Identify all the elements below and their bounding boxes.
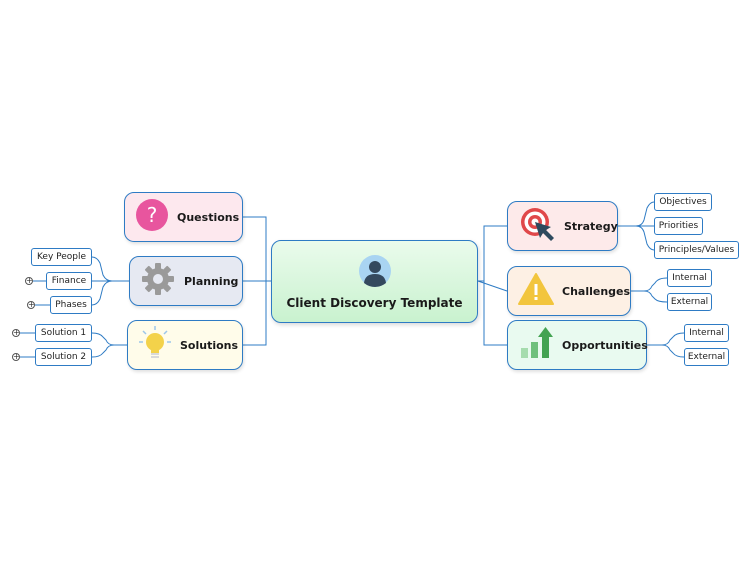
question-icon: ? [135,198,169,236]
growth-chart-icon [518,326,554,364]
central-topic[interactable]: Client Discovery Template [271,240,478,323]
topic-opportunities-label: Opportunities [562,338,648,352]
challenges-subtopic[interactable]: External [667,293,712,311]
solutions-subtopic[interactable]: Solution 2 [35,348,92,366]
expand-icon[interactable]: + [25,276,33,285]
planning-subtopic[interactable]: Finance [46,272,92,290]
opportunities-subtopic[interactable]: Internal [684,324,729,342]
topic-solutions-label: Solutions [180,338,239,352]
topic-challenges[interactable]: Challenges [507,266,631,316]
opportunities-subtopic[interactable]: External [684,348,729,366]
topic-challenges-label: Challenges [562,284,631,298]
expand-icon[interactable]: + [12,328,20,337]
topic-solutions[interactable]: Solutions [127,320,243,370]
solutions-subtopic[interactable]: Solution 1 [35,324,92,342]
planning-subtopic[interactable]: Key People [31,248,92,266]
topic-questions[interactable]: ? Questions [124,192,243,242]
target-icon [518,206,556,246]
topic-strategy[interactable]: Strategy [507,201,618,251]
strategy-subtopic[interactable]: Priorities [654,217,703,235]
challenges-subtopic[interactable]: Internal [667,269,712,287]
topic-strategy-label: Strategy [564,219,618,233]
gear-icon [140,261,176,301]
lightbulb-icon [138,325,172,365]
expand-icon[interactable]: + [12,352,20,361]
central-topic-title: Client Discovery Template [286,295,463,310]
strategy-subtopic[interactable]: Principles/Values [654,241,739,259]
strategy-subtopic[interactable]: Objectives [654,193,712,211]
topic-questions-label: Questions [177,210,240,224]
planning-subtopic[interactable]: Phases [50,296,92,314]
svg-text:?: ? [147,203,158,227]
expand-icon[interactable]: + [27,300,35,309]
topic-planning[interactable]: Planning [129,256,243,306]
person-icon [358,254,392,292]
topic-planning-label: Planning [184,274,239,288]
warning-icon [518,272,554,310]
topic-opportunities[interactable]: Opportunities [507,320,648,370]
